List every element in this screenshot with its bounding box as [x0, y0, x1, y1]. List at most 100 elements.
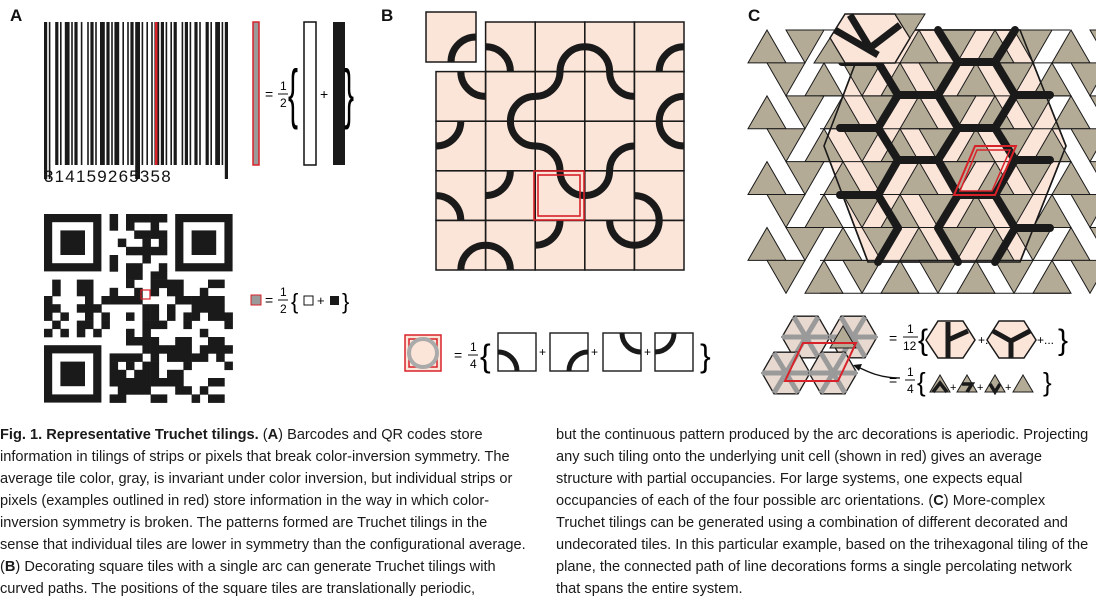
figure-graphic: 314159265358 = 1 2 { + } = 1 2 { + } — [44, 11, 1096, 403]
triangle-tile — [1070, 194, 1096, 229]
panel-c-equations: = 1 12 { +... +... } = 1 4 { +++ } — [761, 315, 1068, 397]
qr-module — [109, 394, 119, 403]
eq-a1-plus: + — [320, 86, 328, 102]
barcode-bar — [60, 22, 62, 165]
tile-arc — [556, 43, 586, 72]
qr-module — [150, 353, 160, 362]
eq-c1-tail: +... — [1037, 333, 1054, 347]
eq-c1-den: 12 — [903, 339, 917, 353]
qr-module — [142, 361, 151, 371]
qr-finder-eye — [60, 230, 85, 255]
barcode-bar — [74, 22, 78, 165]
tile-arc — [654, 332, 677, 355]
caption-paragraph-2: but the continuous pattern produced by t… — [556, 424, 1094, 600]
plus-sign: + — [539, 345, 546, 359]
qr-module — [167, 378, 176, 387]
qr-module — [208, 378, 217, 387]
qr-module — [44, 304, 53, 313]
qr-module — [44, 312, 53, 321]
qr-module — [126, 263, 135, 272]
qr-module — [134, 386, 143, 395]
path-segment — [874, 224, 902, 266]
triangle-tile — [747, 226, 787, 261]
panel-b-label: B — [381, 6, 394, 25]
eq-b-close-brace: } — [700, 338, 711, 374]
unit-cell-highlight-c — [952, 145, 1018, 196]
triangle-tile — [994, 259, 1034, 295]
qr-module — [175, 337, 184, 346]
qr-module — [85, 304, 94, 313]
qr-module — [158, 345, 168, 354]
barcode-bar — [199, 22, 201, 165]
barcode-bar — [215, 22, 220, 165]
eq-a2-den: 2 — [280, 302, 287, 316]
eq-c1-equals: = — [889, 330, 897, 346]
qr-module — [150, 304, 160, 313]
triangle-tile — [785, 29, 825, 64]
tile-arc — [485, 170, 514, 200]
eq-a1-equals: = — [265, 86, 273, 102]
tile-arc — [584, 170, 614, 200]
qr-module — [150, 287, 160, 297]
qr-module — [134, 337, 143, 346]
qr-module — [76, 320, 86, 330]
qr-module — [167, 304, 176, 313]
qr-module — [109, 222, 119, 231]
caption-column-1: Fig. 1. Representative Truchet tilings. … — [0, 424, 528, 600]
barcode-bar — [146, 22, 148, 165]
qr-module — [142, 304, 151, 313]
qr-module — [216, 353, 225, 362]
qr-module — [60, 328, 69, 338]
eq-a2-open-brace: { — [291, 289, 298, 314]
qr-module — [117, 369, 127, 379]
qr-module — [158, 230, 168, 239]
qr-module — [117, 378, 127, 387]
decorated-hexagon-2 — [986, 320, 1037, 359]
qr-module — [142, 386, 151, 395]
barcode-bar — [210, 22, 212, 165]
caption-a-letter: A — [267, 427, 279, 443]
triangle-tile — [766, 128, 806, 163]
qr-module — [175, 353, 184, 362]
qr-module — [150, 214, 160, 223]
qr-module — [199, 296, 209, 305]
triangle-tile — [842, 259, 882, 295]
qr-module — [199, 328, 209, 338]
qr-module — [216, 337, 225, 346]
qr-module — [142, 312, 151, 321]
qr-module — [158, 214, 168, 223]
qr-module — [150, 271, 160, 280]
qr-module — [191, 312, 201, 321]
tile-arc — [485, 43, 514, 72]
qr-module — [199, 386, 209, 395]
tile-arc — [606, 71, 635, 100]
qr-module — [142, 378, 151, 387]
qr-module — [109, 263, 119, 272]
qr-module — [60, 312, 69, 321]
eq-c2-close-brace: } — [1043, 367, 1052, 397]
plus-sign: + — [977, 382, 983, 394]
qr-module — [175, 287, 184, 297]
average-cells-c — [761, 315, 878, 395]
tile-arc — [619, 332, 642, 355]
caption-b-text: ) Decorating square tiles with a single … — [0, 559, 496, 597]
triangle-tile — [1089, 161, 1096, 174]
qr-finder-eye — [191, 230, 217, 255]
decorated-hexagon-1 — [925, 320, 976, 359]
qr-module — [117, 296, 127, 305]
qr-module — [183, 353, 192, 362]
qr-module — [150, 337, 160, 346]
caption-c-letter: C — [933, 493, 944, 509]
qr-module — [208, 394, 217, 403]
barcode-bar — [135, 22, 140, 179]
decorated-triangle — [1012, 374, 1034, 393]
triangle-tile — [1070, 259, 1096, 295]
panel-a-label: A — [10, 6, 23, 25]
qr-module — [85, 320, 94, 330]
gray-pixel-icon — [250, 294, 262, 306]
barcode-bar — [221, 22, 224, 165]
qr-module — [216, 394, 225, 403]
qr-module — [76, 279, 86, 289]
triangle-tile — [747, 29, 787, 64]
tile-arc — [606, 142, 635, 172]
